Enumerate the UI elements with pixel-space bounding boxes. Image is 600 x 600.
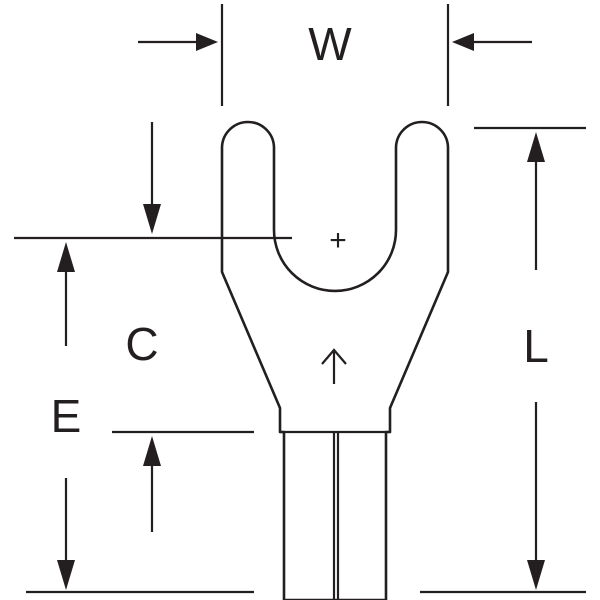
c-label: C	[125, 318, 158, 370]
l-arrow-down-head	[527, 560, 545, 590]
l-arrow-up-head	[527, 132, 545, 162]
w-label: W	[308, 18, 352, 70]
e-arrow-down-head	[57, 560, 75, 590]
w-arrow-left-head	[196, 33, 218, 51]
e-label: E	[51, 390, 82, 442]
l-label: L	[523, 320, 549, 372]
e-arrow-up-head	[57, 242, 75, 272]
stud-center-mark: +	[329, 224, 347, 257]
direction-arrow-head	[321, 348, 347, 365]
w-arrow-right-head	[452, 33, 474, 51]
c-arrow-down-head	[143, 204, 161, 234]
c-arrow-up-head	[143, 436, 161, 466]
